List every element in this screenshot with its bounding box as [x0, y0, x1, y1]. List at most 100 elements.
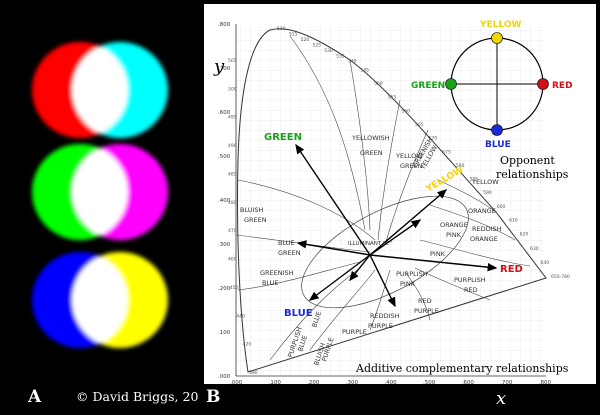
region-label: GREEN [244, 216, 267, 224]
x-tick-label: .100 [269, 380, 282, 386]
y-tick-label: .300 [218, 242, 231, 248]
y-tick-label: .100 [218, 330, 231, 336]
opponent-red-label: RED [552, 81, 573, 91]
wavelength-label: 560 [401, 108, 410, 114]
region-label: GREEN [360, 149, 383, 157]
wavelength-label: 490 [228, 143, 237, 149]
y-tick-label: .200 [218, 286, 231, 292]
region-label: ORANGE [440, 221, 468, 229]
red-cyan-pair [32, 42, 168, 138]
wavelength-label: 505 [228, 58, 237, 64]
region-label: ORANGE [470, 235, 498, 243]
wavelength-label: 500 [228, 86, 237, 92]
x-tick-label: .400 [384, 380, 397, 386]
x-axis-symbol: x [496, 388, 506, 409]
wavelength-label: 520 [301, 37, 310, 43]
panel-a: A © David Briggs, 2015 [0, 0, 214, 411]
region-label: REDDISH [472, 225, 502, 233]
y-tick-label: .800 [218, 22, 231, 28]
wavelength-label: 420 [243, 342, 252, 348]
wavelength-label: 540 [348, 59, 357, 65]
white-region-ellipse [301, 195, 469, 309]
wavelength-label: 565 [415, 122, 424, 128]
wavelength-label: 620 [520, 232, 529, 238]
x-tick-label: .500 [423, 380, 436, 386]
wavelength-label: 630 [530, 246, 539, 252]
region-label: BLUISH [240, 206, 264, 214]
x-tick-label: .200 [307, 380, 320, 386]
green-arrow-label: GREEN [264, 132, 302, 143]
red-arrow-label: RED [500, 264, 523, 275]
y-tick-labels: .000.100.200.300.400.500.600.700.800 [218, 22, 231, 380]
y-tick-label: .500 [218, 154, 231, 160]
wavelength-label: 525 [312, 42, 321, 48]
opponent-green-label: GREEN [411, 81, 445, 91]
region-label: BLUE [278, 239, 295, 247]
y-axis-symbol: y [213, 56, 225, 77]
wavelength-label: 530 [324, 48, 333, 54]
x-tick-label: .000 [230, 380, 243, 386]
arrow-to-blue-green [296, 240, 371, 256]
white-overlap [72, 144, 128, 240]
green-dot [445, 78, 457, 90]
panel-a-label: A [27, 387, 42, 407]
additive-circles-figure: A © David Briggs, 2015 [27, 42, 214, 407]
grid [236, 24, 546, 376]
y-tick-label: .600 [218, 110, 231, 116]
arrow-to-orange-pink [369, 219, 422, 256]
region-label: PURPLISH [454, 276, 486, 284]
opponent-diagram: YELLOW GREEN RED BLUE Opponent relations… [411, 20, 573, 181]
blue-arrow-label: BLUE [284, 308, 313, 319]
opponent-blue-label: BLUE [485, 140, 511, 150]
white-overlap [72, 42, 128, 138]
wavelength-label: 515 [289, 31, 298, 37]
x-tick-label: .300 [346, 380, 359, 386]
region-label: ORANGE [468, 207, 496, 215]
x-tick-label: .700 [500, 380, 513, 386]
wavelength-label: 570 [429, 136, 438, 142]
wavelength-label: 555 [388, 95, 397, 101]
region-label: BLUE [262, 279, 279, 287]
x-tick-label: .800 [539, 380, 552, 386]
region-label: YELLOWISH [351, 134, 390, 142]
arrow-to-purple [349, 254, 371, 282]
wavelength-label: 550 [374, 81, 383, 87]
green-magenta-pair [32, 144, 168, 240]
y-tick-label: .000 [218, 374, 231, 380]
region-label: YELLOW [471, 178, 499, 186]
opponent-caption-line1: Opponent [500, 154, 555, 167]
arrow-to-red [369, 254, 498, 272]
panel-b-label: B [206, 387, 220, 407]
wavelength-label: 640 [541, 260, 550, 266]
wavelength-label: 600 [497, 204, 506, 210]
complementary-arrows [295, 143, 498, 308]
region-label: PURPLE [342, 328, 367, 336]
blue-yellow-pair [32, 252, 168, 348]
wavelength-label: 575 [442, 149, 451, 155]
region-label: GREEN [278, 249, 301, 257]
wavelength-label: 580 [456, 163, 465, 169]
wavelength-label: 610 [509, 218, 518, 224]
wavelength-label: 650-780 [551, 274, 570, 280]
arrow-to-green [295, 143, 371, 256]
arrow-to-blue [308, 254, 371, 301]
region-label: RED [464, 286, 478, 294]
opponent-yellow-label: YELLOW [479, 20, 521, 30]
wavelength-label: 440 [236, 313, 245, 319]
x-tick-labels: .000.100.200.300.400.500.600.700.800 [230, 380, 552, 386]
wavelength-label: 380 [249, 370, 258, 376]
region-label: REDDISH [370, 312, 400, 320]
wavelength-label: 450 [230, 285, 239, 291]
wavelength-label: 545 [360, 67, 369, 73]
wavelength-label: 510 [277, 26, 286, 32]
additive-caption: Additive complementary relationships [355, 362, 569, 375]
y-tick-label: .700 [218, 66, 231, 72]
wavelength-label: 585 [470, 177, 479, 183]
region-label: YELLOW [395, 152, 423, 160]
wavelength-label: 480 [228, 200, 237, 206]
cie-chromaticity-diagram: .000 .100 .200 .300 .400 .500 .600 .700 .800 .00… [204, 4, 596, 409]
wavelength-label: 460 [228, 257, 237, 263]
yellow-dot [491, 32, 503, 44]
wavelength-label: 535 [336, 53, 345, 59]
